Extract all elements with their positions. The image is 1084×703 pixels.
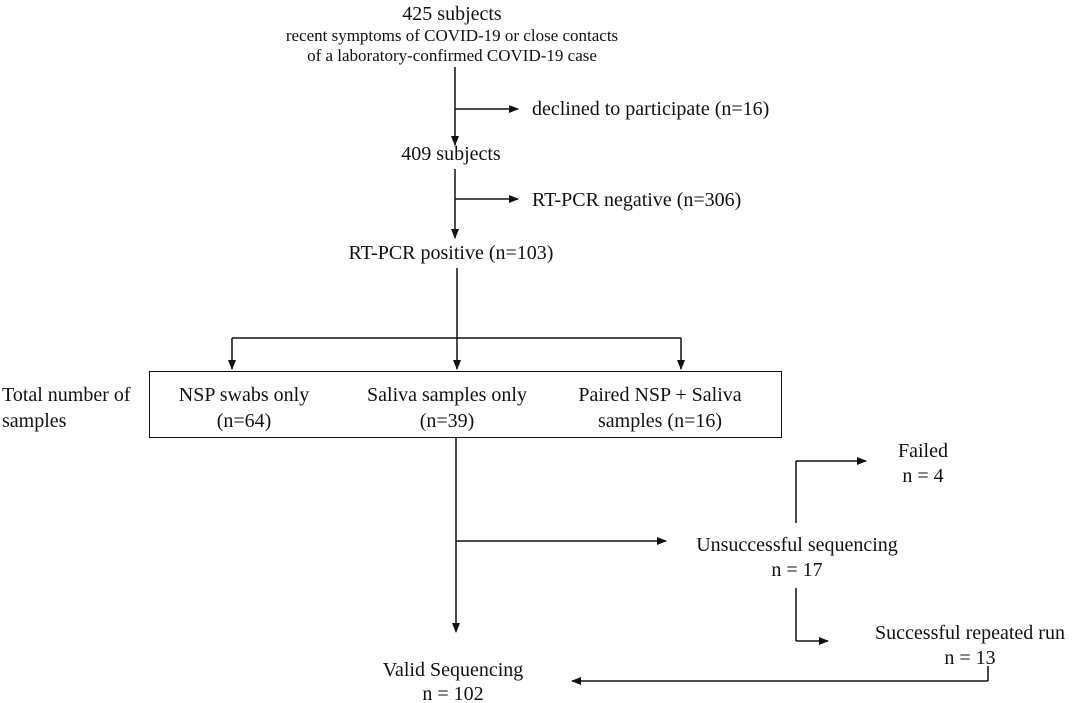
category-paired-line1: Paired NSP + Saliva <box>578 384 742 406</box>
node-425-title: 425 subjects <box>402 3 502 25</box>
category-paired-line2: samples (n=16) <box>597 410 723 432</box>
node-declined: declined to participate (n=16) <box>532 98 770 120</box>
total-samples-label-line1: Total number of <box>2 384 131 406</box>
node-425-desc-line2: of a laboratory-confirmed COVID-19 case <box>307 46 597 65</box>
node-repeated-line1: Successful repeated run <box>875 622 1065 644</box>
node-409-subjects: 409 subjects <box>401 143 501 165</box>
node-rtpcr-positive: RT-PCR positive (n=103) <box>348 242 554 264</box>
samples-box <box>149 371 782 438</box>
node-valid-line2: n = 102 <box>422 683 484 703</box>
category-saliva-line2: (n=39) <box>419 410 475 432</box>
node-425-desc-line1: recent symptoms of COVID-19 or close con… <box>285 26 619 45</box>
total-samples-label-line2: samples <box>2 410 67 432</box>
node-unsuccessful-line2: n = 17 <box>771 559 823 581</box>
node-valid-line1: Valid Sequencing <box>382 659 524 681</box>
category-saliva-line1: Saliva samples only <box>367 384 527 406</box>
category-nsp-line1: NSP swabs only <box>178 384 310 406</box>
node-failed-line1: Failed <box>898 440 948 462</box>
category-nsp-line2: (n=64) <box>216 410 272 432</box>
node-unsuccessful-line1: Unsuccessful sequencing <box>696 534 898 556</box>
node-rtpcr-negative: RT-PCR negative (n=306) <box>532 189 742 211</box>
node-failed-line2: n = 4 <box>902 465 944 487</box>
node-repeated-line2: n = 13 <box>944 647 996 669</box>
